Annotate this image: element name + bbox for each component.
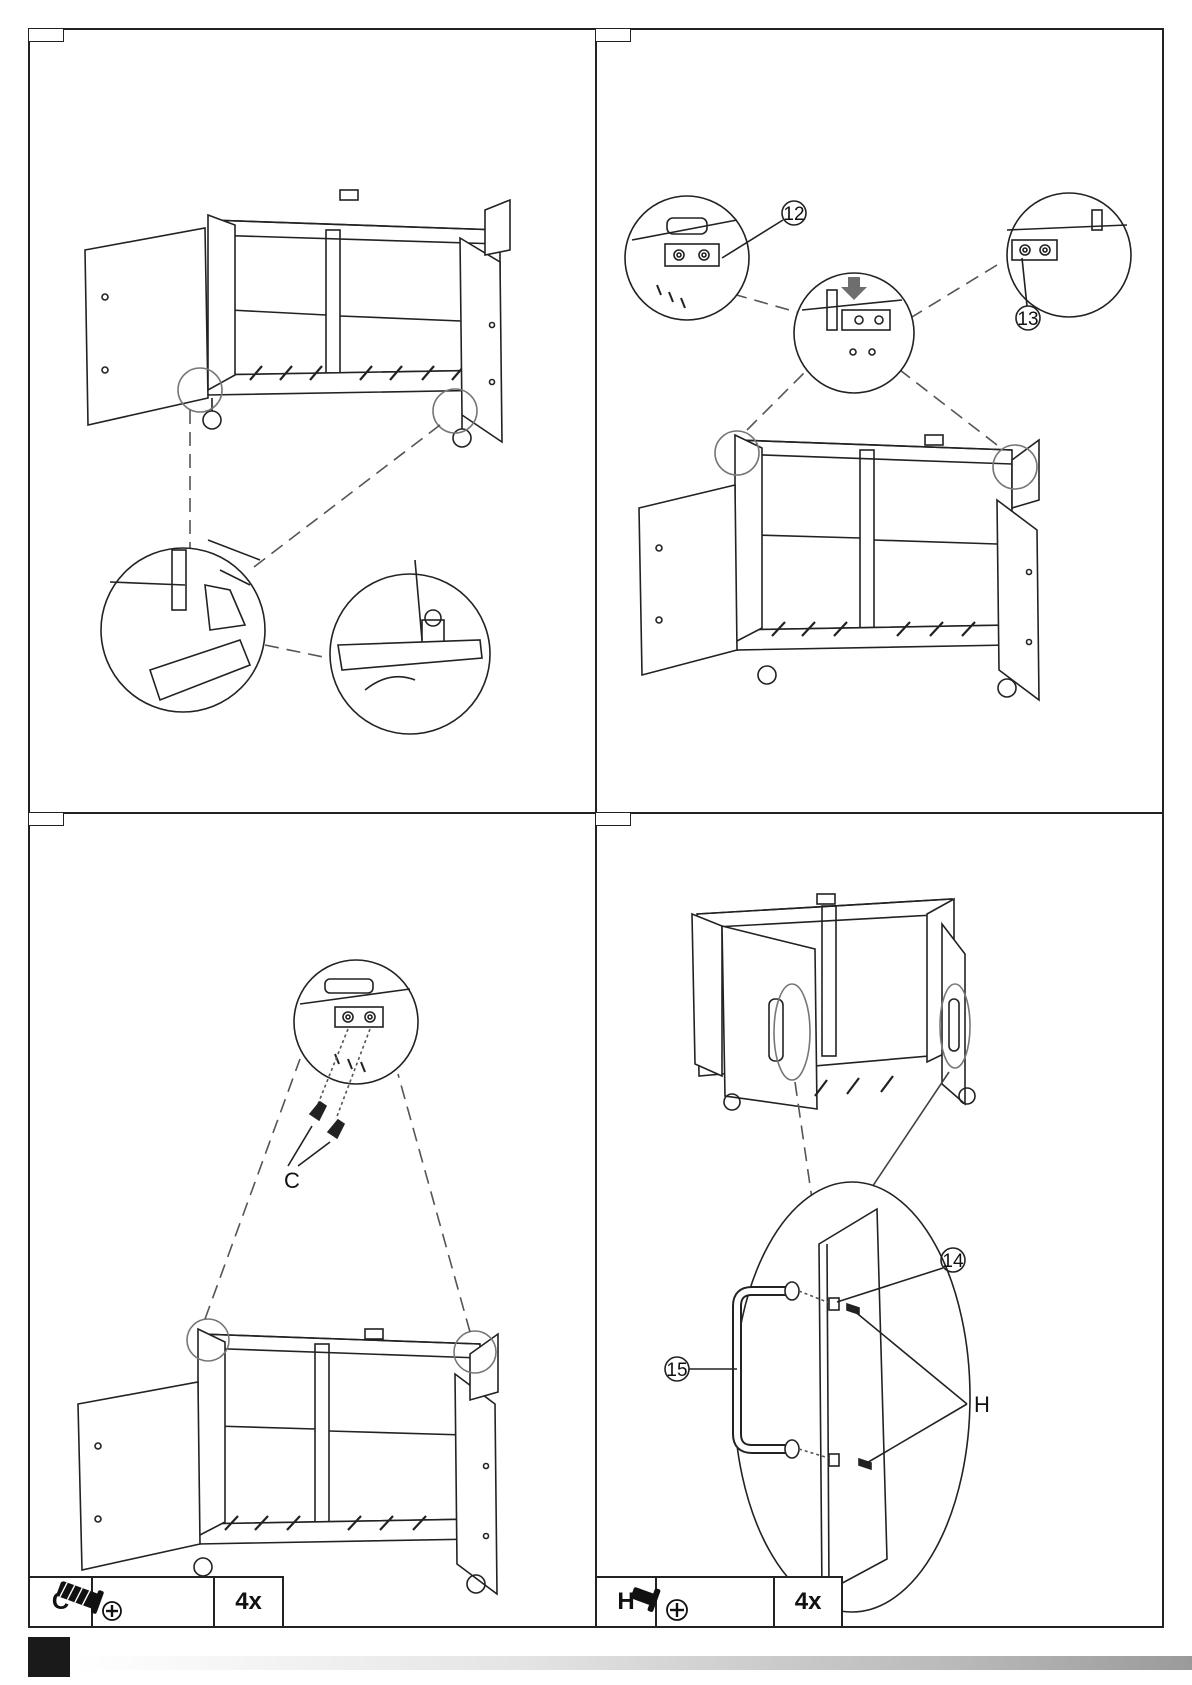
detail-view-door-handle — [734, 1182, 970, 1612]
cart-bolts-illustration: C — [30, 814, 599, 1630]
detail-view-bracket-12 — [625, 196, 749, 320]
callout-15: 15 — [666, 1360, 687, 1381]
page-corner-mark — [28, 1637, 70, 1677]
cart-body — [78, 1329, 498, 1594]
detail-view-right-caster — [330, 560, 490, 734]
callout-13: 13 — [1017, 309, 1038, 330]
phillips-bolt-icon — [93, 1578, 215, 1626]
detail-view-bracket-insert — [794, 273, 914, 393]
cart-body — [85, 190, 510, 447]
part-quantity: 4x — [215, 1578, 282, 1626]
detail-view-left-caster — [101, 540, 265, 712]
step-panel-2: 12 13 — [595, 28, 1164, 814]
step-panel-3: C C 4x — [28, 812, 597, 1628]
parts-box-h: H 4x — [595, 1576, 843, 1628]
part-quantity: 4x — [775, 1578, 841, 1626]
step-panel-4: 14 15 H H 4x — [595, 812, 1164, 1628]
parts-box-c: C 4x — [28, 1576, 284, 1628]
bolt-c-graphic — [310, 1102, 344, 1138]
callout-14: 14 — [942, 1251, 964, 1272]
phillips-screw-icon — [657, 1578, 775, 1626]
callout-12: 12 — [783, 204, 804, 225]
door-handle-illustration: 14 15 H — [597, 814, 1166, 1630]
cart-rear-view — [692, 894, 975, 1110]
part-letter-h-label: H — [974, 1392, 990, 1417]
cart-body — [639, 435, 1039, 700]
part-letter-c-label: C — [284, 1168, 300, 1193]
footer-gradient-bar — [72, 1656, 1192, 1670]
cart-base-illustration — [30, 30, 599, 816]
cart-bracket-illustration: 12 13 — [597, 30, 1166, 816]
step-panel-1 — [28, 28, 597, 814]
